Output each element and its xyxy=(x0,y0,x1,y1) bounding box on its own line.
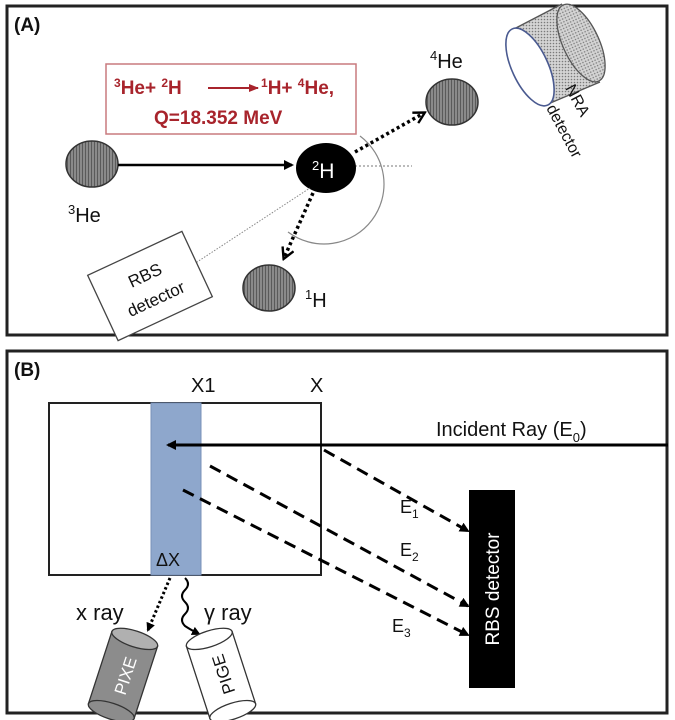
nra-detector-face xyxy=(505,27,555,107)
helium3-label: 3He xyxy=(68,202,101,227)
scattered-ray-e1 xyxy=(323,448,470,533)
reaction-q-value: Q=18.352 MeV xyxy=(154,108,283,129)
gamma-ray-arrow xyxy=(181,577,201,635)
nra-detector-body xyxy=(512,4,600,104)
rbs-detector-b xyxy=(469,490,515,688)
scattered-ray-e3 xyxy=(182,488,470,637)
reaction-products: 1H+ 4He, xyxy=(261,76,334,99)
x1-label: X1 xyxy=(191,375,215,397)
incident-ray-label: Incident Ray (E0) xyxy=(436,419,587,445)
panel-b: (B) X1 X ΔX Incident Ray (E0) E1 E2 E3 R… xyxy=(5,349,669,720)
xray-arrow xyxy=(146,577,172,632)
pige-detector: PIGE xyxy=(185,627,257,720)
xray-label: x ray xyxy=(76,600,124,625)
scattered-ray-e2 xyxy=(209,464,470,608)
x-label: X xyxy=(310,375,323,397)
rbs-detector-a: RBS detector xyxy=(86,230,214,342)
energy-e3-label: E3 xyxy=(392,616,411,640)
delta-x-label: ΔX xyxy=(156,550,180,570)
rbs-detector-b-label: RBS detector xyxy=(483,532,504,646)
helium3-ball xyxy=(65,140,119,188)
pixe-detector: PIXE xyxy=(87,627,159,720)
delta-x-slab xyxy=(150,402,202,576)
ejectile-arrow xyxy=(354,113,424,154)
helium4-label: 4He xyxy=(430,48,463,73)
rbs-sightline xyxy=(193,187,311,265)
rbs-detector-a-box xyxy=(86,230,214,342)
gamma-ray-label: γ ray xyxy=(204,600,252,625)
energy-e1-label: E1 xyxy=(400,497,419,521)
reaction-box xyxy=(105,63,357,135)
nra-detector: NRA detector xyxy=(505,3,606,162)
panel-a: (A) 3He+ 2H 1H+ 4He, Q=18.352 MeV 3He 2H… xyxy=(5,3,669,342)
hydrogen1-label: 1H xyxy=(305,287,327,312)
panel-b-label: (B) xyxy=(14,360,40,381)
nra-detector-back xyxy=(556,3,606,83)
reaction-line1: 3He+ 2H xyxy=(114,76,182,99)
hydrogen1-ball xyxy=(242,264,296,312)
energy-e2-label: E2 xyxy=(400,540,419,564)
scattering-angle-arc xyxy=(287,135,385,245)
panel-a-label: (A) xyxy=(14,15,40,36)
helium4-ball xyxy=(425,78,479,126)
deuterium-label: 2H xyxy=(312,158,334,183)
deuterium-ball xyxy=(296,143,356,193)
